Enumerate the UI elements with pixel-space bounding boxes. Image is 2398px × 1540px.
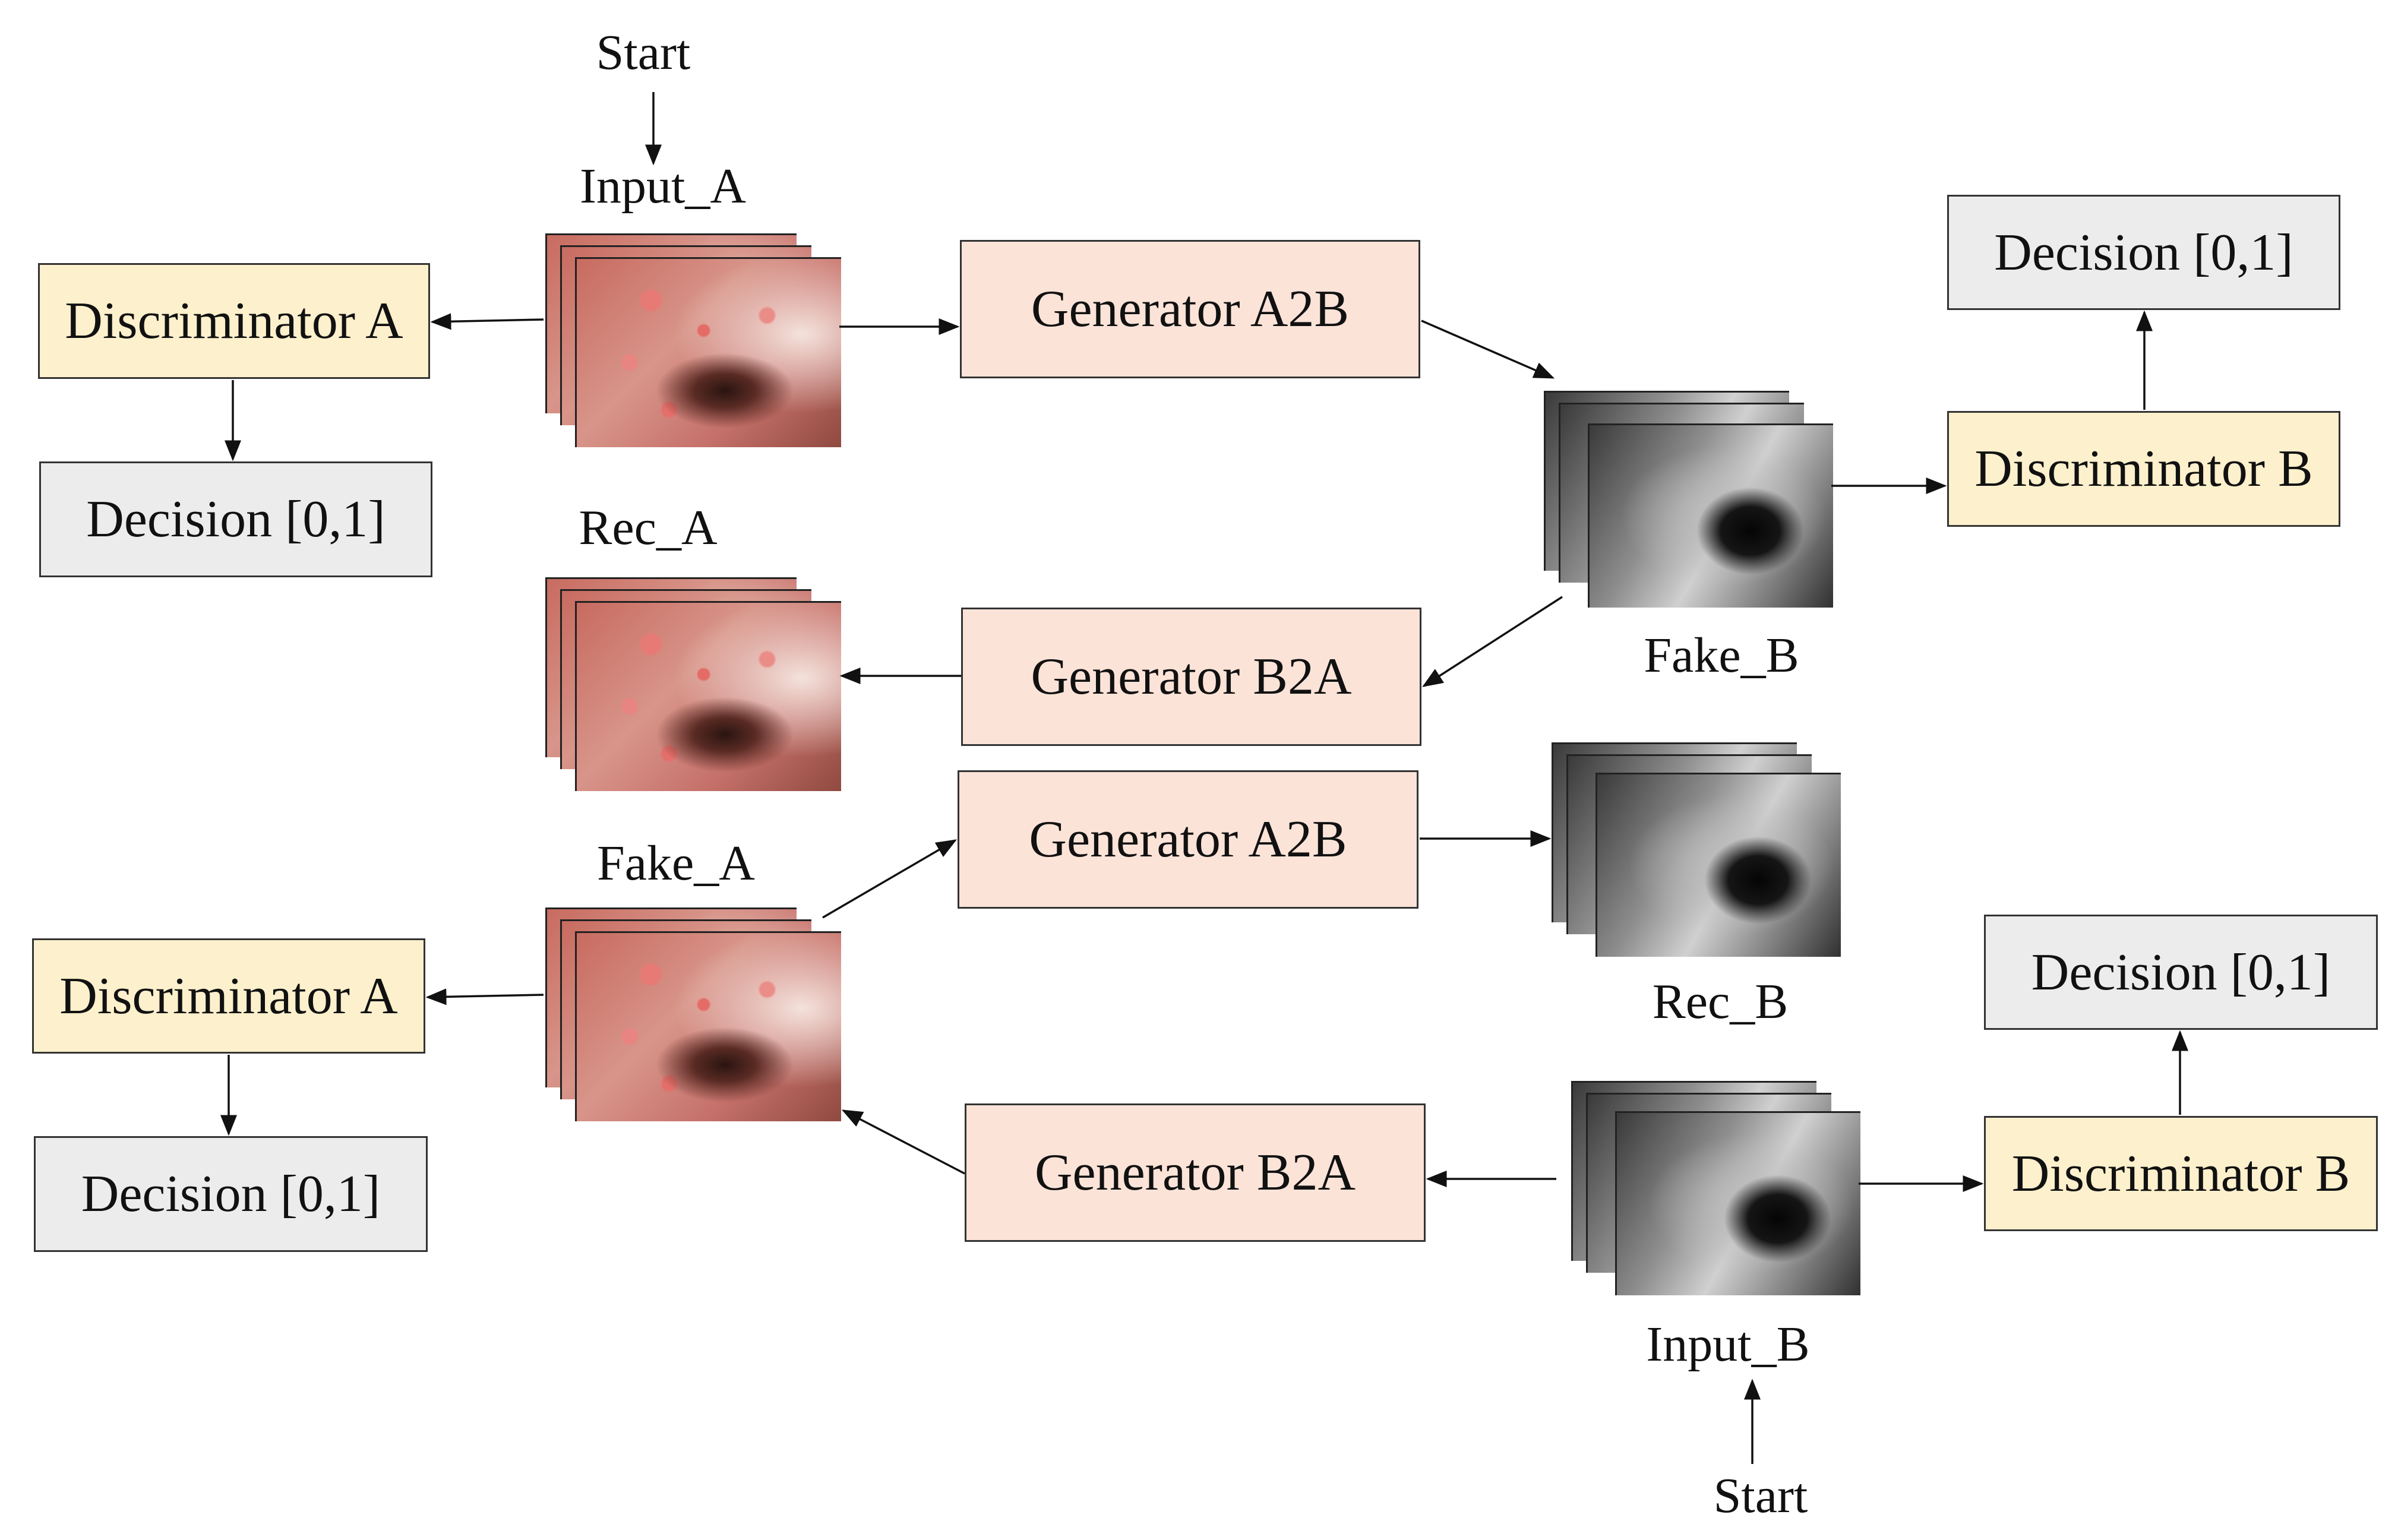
arrow-fake-a-to-disc-a: [425, 988, 544, 1005]
arrow-fake-a-to-gen-a2b: [822, 839, 958, 919]
input-a-frame-front: [575, 257, 841, 447]
input-a-label: Input_A: [580, 159, 746, 214]
fake-b-frame-front: [1588, 423, 1833, 608]
rec-a-label: Rec_A: [579, 500, 718, 555]
rec-b-image-stack: [1552, 742, 1841, 957]
rec-a-frame-front: [575, 601, 841, 791]
discriminator-a-top: Discriminator A: [38, 263, 430, 379]
discriminator-b-bottom: Discriminator B: [1984, 1116, 2378, 1231]
input-b-frame-front: [1615, 1111, 1860, 1295]
fake-b-label: Fake_B: [1644, 628, 1799, 683]
rec-a-image-stack: [545, 577, 841, 791]
decision-a-top: Decision [0,1]: [39, 461, 432, 577]
decision-b-bottom: Decision [0,1]: [1984, 915, 2378, 1030]
decision-a-bottom: Decision [0,1]: [34, 1136, 428, 1252]
input-a-image-stack: [545, 233, 841, 447]
start-label-top: Start: [596, 25, 691, 80]
fake-a-frame-front: [575, 931, 841, 1121]
arrow-gen-b2a-to-fake-a: [841, 1109, 965, 1175]
decision-b-top: Decision [0,1]: [1947, 195, 2340, 310]
input-b-label: Input_B: [1646, 1317, 1810, 1372]
fake-b-image-stack: [1544, 391, 1833, 608]
generator-a2b-top: Generator A2B: [960, 240, 1420, 378]
discriminator-a-bottom: Discriminator A: [32, 938, 425, 1054]
arrow-input-a-to-disc-a: [430, 313, 544, 330]
start-label-bottom: Start: [1713, 1468, 1808, 1523]
arrow-fake-b-to-gen-b2a: [1422, 596, 1563, 687]
generator-a2b-bottom: Generator A2B: [958, 770, 1418, 909]
discriminator-b-top: Discriminator B: [1947, 411, 2340, 527]
generator-b2a-bottom: Generator B2A: [965, 1103, 1426, 1242]
input-b-image-stack: [1571, 1081, 1860, 1295]
fake-a-label: Fake_A: [597, 836, 755, 891]
arrow-gen-a2b-to-fake-b: [1421, 320, 1555, 379]
rec-b-frame-front: [1595, 773, 1841, 957]
generator-b2a-top: Generator B2A: [961, 608, 1421, 746]
fake-a-image-stack: [545, 907, 841, 1121]
rec-b-label: Rec_B: [1652, 974, 1789, 1029]
